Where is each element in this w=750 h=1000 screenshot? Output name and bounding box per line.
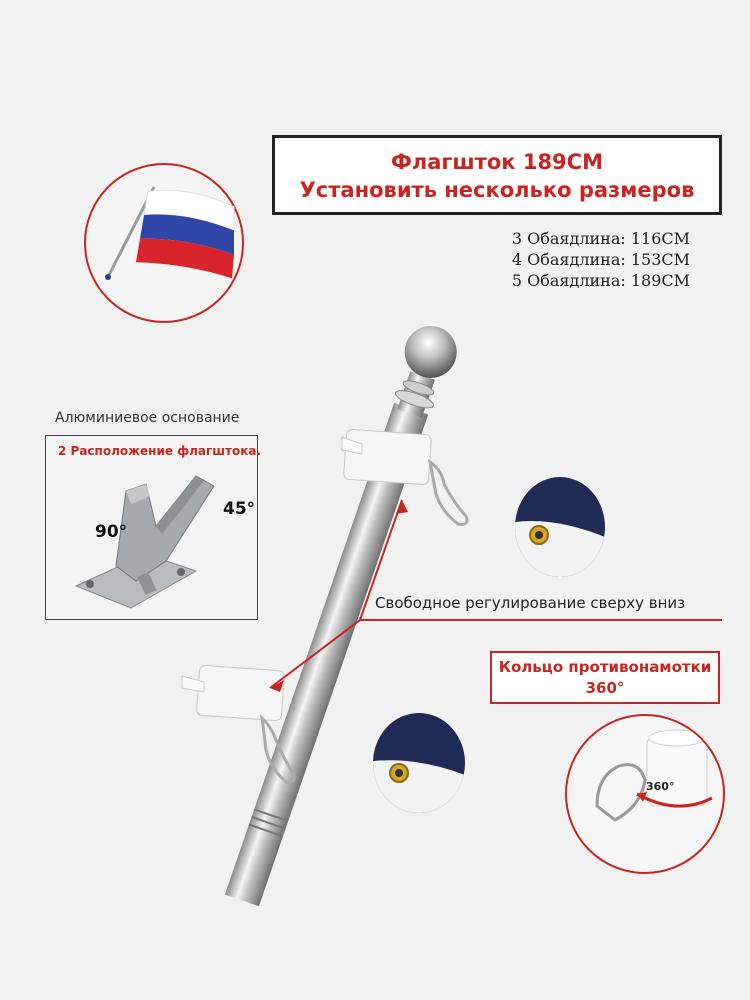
base-heading: 2 Расположение флагштока.: [58, 444, 262, 458]
ring-label: Кольцо противонамотки: [498, 658, 712, 676]
bracket-image: [74, 475, 215, 609]
free-adjustment-label: Свободное регулирование сверху вниз: [375, 594, 686, 612]
russian-flag-icon: [105, 186, 235, 280]
anti-wrap-ring-box: Кольцо противонамотки 360°: [490, 651, 720, 704]
angle-90-label: 90°: [95, 522, 128, 542]
size-item: 3 Обаядлина: 116CM: [511, 229, 690, 248]
aluminum-base-label: Алюминиевое основание: [55, 410, 240, 426]
size-item: 5 Обаядлина: 189CM: [511, 271, 690, 290]
grommet-icon: [373, 713, 465, 813]
title-box: Флагшток 189CM Установить несколько разм…: [272, 135, 722, 215]
size-item: 4 Обаядлина: 153CM: [511, 250, 690, 269]
grommet-icon: [515, 477, 605, 577]
size-list: 3 Обаядлина: 116CM 4 Обаядлина: 153CM 5 …: [470, 228, 690, 291]
ring-degrees: 360°: [585, 679, 625, 697]
rotating-ring-icon: [595, 729, 713, 822]
angle-45-label: 45°: [223, 499, 256, 519]
grommet-detail-top: [515, 477, 605, 577]
title-line-2: Установить несколько размеров: [299, 178, 695, 202]
flag-circle: [84, 163, 244, 323]
ring-circle: [565, 714, 725, 874]
base-box: [45, 435, 258, 620]
title-line-1: Флагшток 189CM: [391, 150, 603, 174]
ring-360-badge: 360°: [646, 780, 675, 793]
grommet-detail-bottom: [373, 713, 465, 813]
